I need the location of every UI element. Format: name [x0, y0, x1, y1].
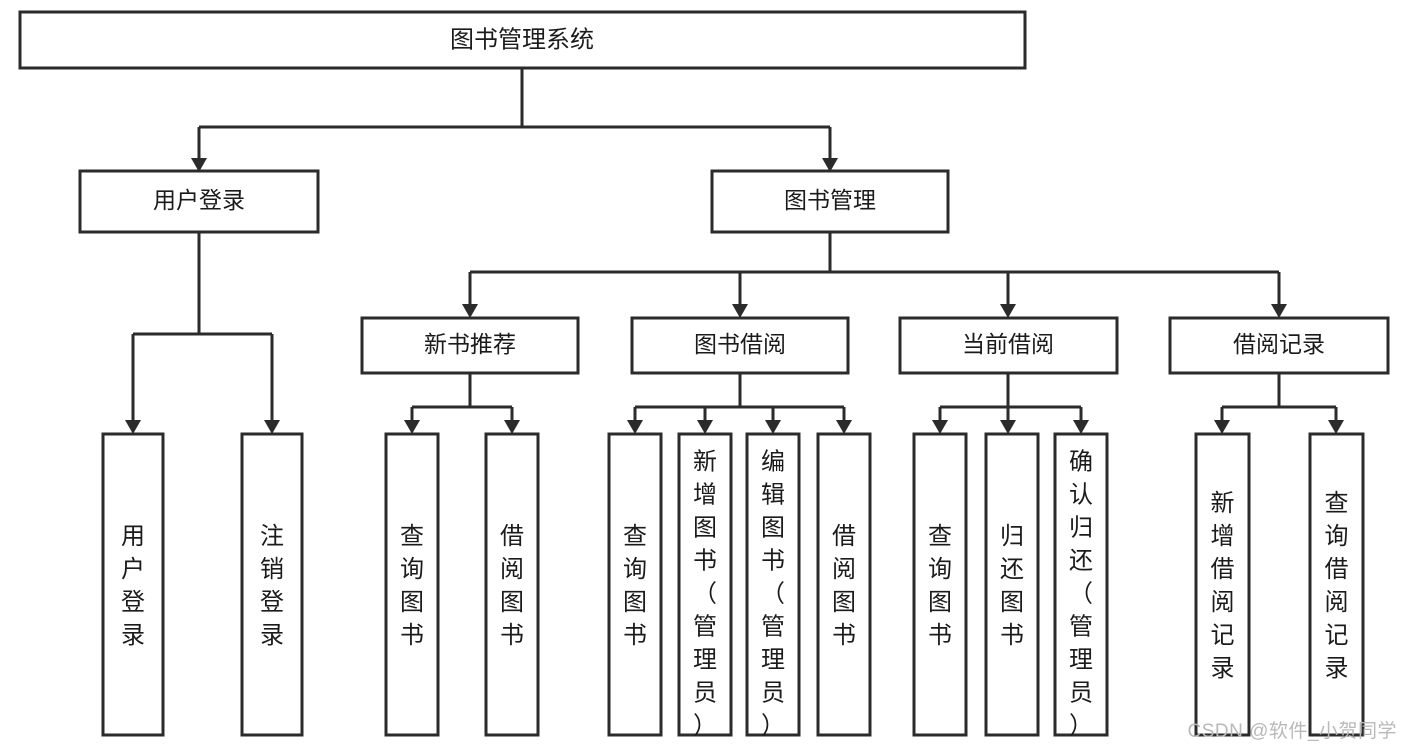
node-user-login-label: 用户登录	[153, 187, 245, 213]
arrowhead-leaf-return-book	[1000, 420, 1016, 434]
leaf-query-book-1-box[interactable]	[384, 432, 440, 737]
arrowhead-book-borrow	[732, 304, 748, 318]
leaf-node[interactable]: 查询图书	[384, 432, 440, 737]
leaf-node[interactable]: 新增借阅记录	[1194, 432, 1251, 737]
leaf-user-login-box[interactable]	[101, 432, 165, 737]
leaf-node[interactable]: 查询借阅记录	[1308, 432, 1365, 737]
leaf-add-book-box[interactable]	[677, 432, 733, 737]
leaf-query-record-label: 查询借阅记录	[1325, 490, 1349, 682]
arrowhead-current-borrow	[1000, 304, 1016, 318]
leaf-node[interactable]: 查询图书	[607, 432, 663, 737]
leaf-query-record-box[interactable]	[1308, 432, 1365, 737]
node-book-borrow-label: 图书借阅	[694, 331, 786, 357]
leaf-edit-book-box[interactable]	[745, 432, 801, 737]
node-book-borrow[interactable]: 图书借阅	[630, 316, 850, 375]
leaf-logout-box[interactable]	[240, 432, 304, 737]
leaf-node[interactable]: 新增图书（管理员）	[677, 432, 733, 740]
connector-bookmanage-bus	[468, 232, 1281, 304]
leaf-node[interactable]: 借阅图书	[484, 432, 540, 737]
leaf-confirm-return-box[interactable]	[1053, 432, 1109, 737]
node-new-book-rec-label: 新书推荐	[424, 331, 516, 357]
leaf-node[interactable]: 注销登录	[240, 432, 304, 737]
connectors-layer	[125, 68, 1344, 434]
leaf-node[interactable]: 归还图书	[984, 432, 1040, 737]
leaf-confirm-return-label: 确认归还（管理员）	[1069, 449, 1093, 740]
node-root-box[interactable]	[18, 10, 1027, 70]
arrowhead-leaf-logout	[264, 420, 280, 434]
leaf-node[interactable]: 确认归还（管理员）	[1053, 432, 1109, 740]
arrowhead-leaf-edit-book	[765, 420, 781, 434]
leaf-borrow-book-1-label: 借阅图书	[500, 523, 524, 649]
arrowhead-book-manage	[822, 158, 838, 172]
arrowhead-leaf-borrow-book-2	[836, 420, 852, 434]
leaf-borrow-book-2-box[interactable]	[816, 432, 872, 737]
node-book-borrow-box[interactable]	[630, 316, 850, 375]
leaf-return-book-box[interactable]	[984, 432, 1040, 737]
connector-newbook-bus	[410, 373, 514, 420]
leaf-add-record-box[interactable]	[1194, 432, 1251, 737]
node-book-manage-label: 图书管理	[784, 187, 876, 213]
connector-currentborrow-bus	[938, 373, 1083, 420]
leaf-borrow-book-1-box[interactable]	[484, 432, 540, 737]
node-user-login-box[interactable]	[78, 169, 320, 234]
node-current-borrow-label: 当前借阅	[962, 331, 1054, 357]
leaf-add-book-label: 新增图书（管理员）	[693, 449, 717, 740]
arrowhead-leaf-add-record	[1214, 420, 1230, 434]
arrowhead-new-book-rec	[462, 304, 478, 318]
leaf-node[interactable]: 编辑图书（管理员）	[745, 432, 801, 740]
node-book-manage[interactable]: 图书管理	[710, 169, 950, 234]
arrowhead-leaf-query-record	[1328, 420, 1344, 434]
leaf-borrow-book-2-label: 借阅图书	[832, 523, 856, 649]
arrowhead-leaf-query-book-2	[627, 420, 643, 434]
node-root[interactable]: 图书管理系统	[18, 10, 1027, 70]
leaf-user-login-label: 用户登录	[121, 523, 145, 649]
node-current-borrow[interactable]: 当前借阅	[898, 316, 1119, 375]
connector-borrowrecord-bus	[1220, 373, 1338, 420]
node-borrow-record[interactable]: 借阅记录	[1168, 316, 1390, 375]
node-current-borrow-box[interactable]	[898, 316, 1119, 375]
node-borrow-record-label: 借阅记录	[1233, 331, 1325, 357]
leaf-query-book-2-label: 查询图书	[623, 523, 647, 649]
leaf-edit-book-label: 编辑图书（管理员）	[761, 449, 785, 740]
leaf-node[interactable]: 借阅图书	[816, 432, 872, 737]
node-book-manage-box[interactable]	[710, 169, 950, 234]
connector-root-bus	[197, 68, 832, 158]
node-root-label: 图书管理系统	[450, 26, 594, 53]
arrowhead-borrow-record	[1271, 304, 1287, 318]
arrowhead-leaf-user-login	[125, 420, 141, 434]
node-new-book-rec-box[interactable]	[360, 316, 580, 375]
arrowhead-user-login	[191, 158, 207, 172]
node-borrow-record-box[interactable]	[1168, 316, 1390, 375]
leaf-nodes-layer: 用户登录 注销登录 查询图书 借阅图书 查询图书 新增图书（管理员） 编辑图书（管理员） 借阅…	[101, 432, 1365, 740]
arrowhead-leaf-confirm-return	[1073, 420, 1089, 434]
arrowhead-leaf-query-book-1	[404, 420, 420, 434]
arrowhead-leaf-borrow-book-1	[504, 420, 520, 434]
connector-bookborrow-bus	[633, 373, 846, 420]
leaf-query-book-3-box[interactable]	[912, 432, 968, 737]
leaf-query-book-3-label: 查询图书	[928, 523, 952, 649]
arrowhead-leaf-add-book	[697, 420, 713, 434]
leaf-add-record-label: 新增借阅记录	[1211, 490, 1235, 682]
leaf-query-book-1-label: 查询图书	[400, 523, 424, 649]
leaf-logout-label: 注销登录	[260, 523, 284, 649]
leaf-query-book-2-box[interactable]	[607, 432, 663, 737]
leaf-node[interactable]: 查询图书	[912, 432, 968, 737]
node-user-login[interactable]: 用户登录	[78, 169, 320, 234]
arrowhead-leaf-query-book-3	[932, 420, 948, 434]
leaf-return-book-label: 归还图书	[1000, 523, 1024, 649]
leaf-node[interactable]: 用户登录	[101, 432, 165, 737]
connector-userlogin-bus	[131, 232, 274, 420]
node-new-book-rec[interactable]: 新书推荐	[360, 316, 580, 375]
